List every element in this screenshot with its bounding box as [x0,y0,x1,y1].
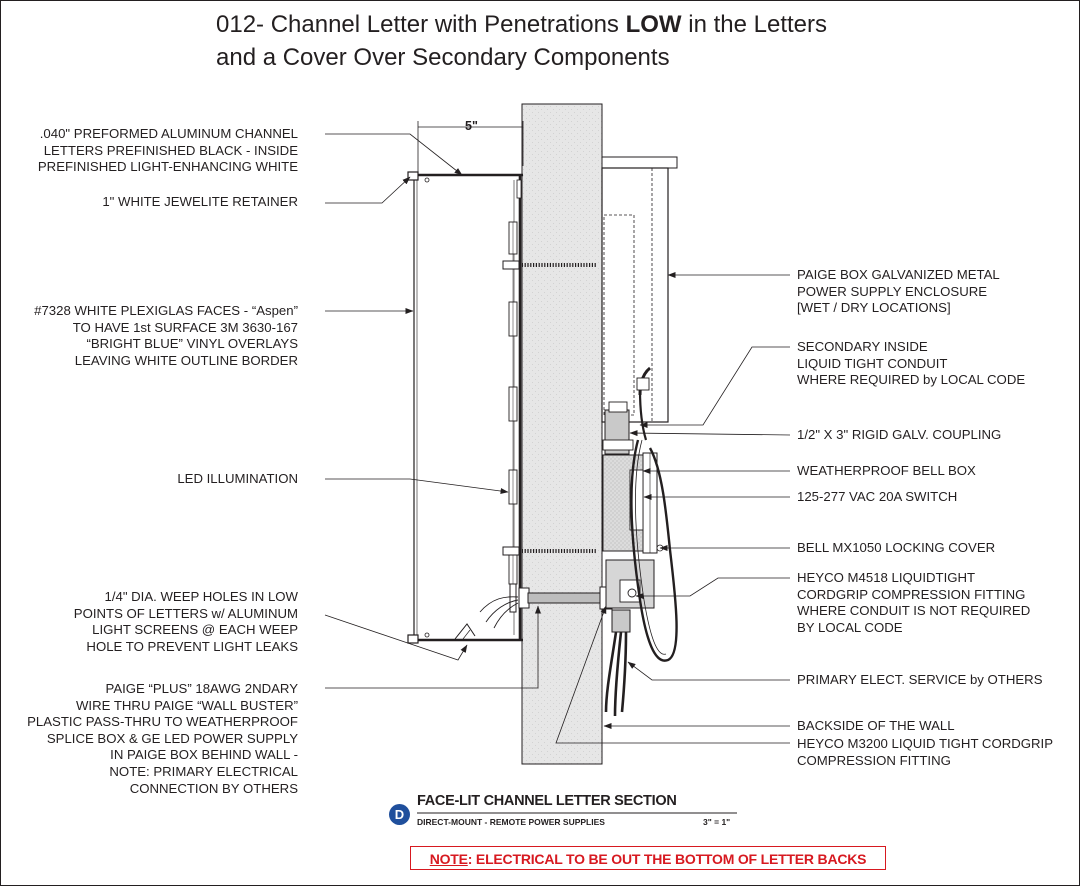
fittings-and-cables [604,389,678,717]
label-paige-box: PAIGE BOX GALVANIZED METAL POWER SUPPLY … [797,267,1000,316]
leader-coupling [629,430,791,437]
fastener-bottom [424,632,430,638]
light-screen [454,623,476,640]
label-jewelite-retainer: 1" WHITE JEWELITE RETAINER [102,194,298,209]
jewelite-retainer-bottom [407,634,419,644]
pass-thru-tube [527,592,611,604]
heyco-m3200-fitting [611,609,631,633]
note-prefix: NOTE [429,851,468,867]
section-badge: D [389,804,410,825]
enclosure-body [601,167,669,423]
label-bell-box: WEATHERPROOF BELL BOX [797,463,976,478]
paige-box-enclosure [601,156,678,423]
dimension-5in [417,121,524,175]
label-plexiglas-faces: #7328 WHITE PLEXIGLAS FACES - “Aspen” TO… [34,303,298,368]
label-heyco-m4518: HEYCO M4518 LIQUIDTIGHT CORDGRIP COMPRES… [797,570,1031,635]
liquid-tight-conduit [630,439,678,662]
note-text: : ELECTRICAL TO BE OUT THE BOTTOM OF LET… [467,851,867,867]
wall-fasteners [502,260,596,556]
leader-lines-left [324,133,541,689]
label-led-illumination: LED ILLUMINATION [177,471,298,486]
coupling-and-bell-box [602,401,664,554]
label-weep-holes: 1/4" DIA. WEEP HOLES IN LOW POINTS OF LE… [73,589,298,654]
label-aluminum-channel: .040" PREFORMED ALUMINUM CHANNEL LETTERS… [37,126,298,175]
label-heyco-m3200: HEYCO M3200 LIQUID TIGHT CORDGRIP COMPRE… [797,736,1053,768]
fastener-top [424,177,430,183]
wall [521,103,603,765]
label-switch: 125-277 VAC 20A SWITCH [797,489,958,504]
secondary-wire [479,596,519,629]
title-line-2: and a Cover Over Secondary Components [216,44,670,71]
label-secondary-conduit: SECONDARY INSIDE LIQUID TIGHT CONDUIT WH… [797,339,1026,388]
leader-primary-service [627,661,790,681]
leader-led [325,478,509,494]
jewelite-retainer-top [407,171,419,181]
leader-heyco-m4518 [635,577,790,599]
leader-jewelite [325,176,411,204]
label-backside-wall: BACKSIDE OF THE WALL [797,718,955,733]
leader-secondary-conduit [639,346,790,428]
label-rigid-coupling: 1/2" X 3" RIGID GALV. COUPLING [797,427,1002,442]
channel-letter [407,171,523,644]
title-line-1: 012- Channel Letter with Penetrations LO… [216,11,827,38]
leader-weep-holes [324,614,468,661]
enclosure-lid [601,156,678,169]
leader-paige-plus [325,605,541,689]
leader-heyco-m3200 [555,605,790,744]
primary-service-cables [604,631,628,717]
section-scale: 3" = 1" [703,817,731,827]
led-modules [508,221,518,585]
leader-aluminum-channel [325,133,463,176]
electrical-note: NOTE: ELECTRICAL TO BE OUT THE BOTTOM OF… [410,846,886,870]
section-title: FACE-LIT CHANNEL LETTER SECTION [417,793,677,809]
label-primary-service: PRIMARY ELECT. SERVICE by OTHERS [797,672,1043,687]
label-paige-plus-wire: PAIGE “PLUS” 18AWG 2NDARY WIRE THRU PAIG… [27,681,298,796]
section-subtitle: DIRECT-MOUNT - REMOTE POWER SUPPLIES [417,817,605,827]
dimension-label: 5" [465,119,478,133]
label-bell-cover: BELL MX1050 LOCKING COVER [797,540,996,555]
wall-section [521,103,603,765]
leader-lines-right [555,272,791,744]
